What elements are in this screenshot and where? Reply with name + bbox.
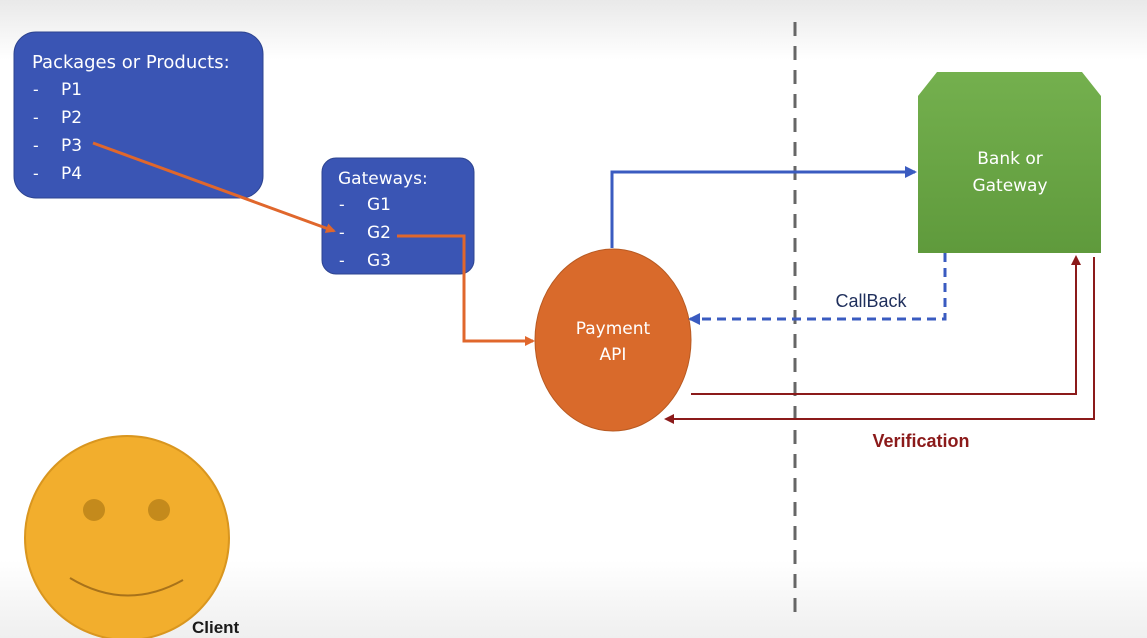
- arrow-callback: [688, 253, 947, 325]
- bank-label-line1: Bank or: [977, 149, 1043, 169]
- payment-api-label-line1: Payment: [576, 319, 651, 339]
- bank-gateway-box: Bank or Gateway: [918, 72, 1101, 253]
- product-item: - P2: [33, 108, 82, 128]
- product-item: - P1: [33, 80, 82, 100]
- gateway-label: G3: [367, 251, 391, 271]
- callback-label: CallBack: [835, 291, 907, 311]
- product-label: P3: [61, 136, 82, 156]
- arrow-verification-request: [691, 255, 1081, 395]
- list-dash: -: [339, 251, 345, 270]
- product-label: P2: [61, 108, 82, 128]
- products-box-title: Packages or Products:: [32, 52, 230, 73]
- gateway-item: - G1: [339, 195, 391, 215]
- arrow-verification-response: [664, 257, 1095, 424]
- left-eye: [83, 499, 105, 521]
- product-item: - P4: [33, 164, 82, 184]
- arrow-payment-to-bank: [610, 166, 917, 248]
- product-item: - P3: [33, 136, 82, 156]
- list-dash: -: [33, 136, 39, 155]
- gateways-box-title: Gateways:: [338, 169, 428, 189]
- verification-label: Verification: [872, 431, 969, 451]
- smile: [69, 577, 184, 597]
- gateway-label: G2: [367, 223, 391, 243]
- gateway-label: G1: [367, 195, 391, 215]
- products-box: Packages or Products: - P1 - P2 - P3 - P…: [13, 31, 264, 199]
- list-dash: -: [33, 164, 39, 183]
- bank-label-line2: Gateway: [972, 176, 1047, 196]
- gateways-box: Gateways: - G1 - G2 - G3: [321, 157, 475, 275]
- list-dash: -: [33, 80, 39, 99]
- gateway-item: - G3: [339, 251, 391, 271]
- client-label: Client: [192, 618, 240, 637]
- arrow-gateway-to-payment: [397, 234, 535, 346]
- list-dash: -: [339, 195, 345, 214]
- list-dash: -: [339, 223, 345, 242]
- payment-api-label-line2: API: [600, 345, 627, 365]
- product-label: P1: [61, 80, 82, 100]
- list-dash: -: [33, 108, 39, 127]
- client-smiley-icon: [24, 435, 230, 638]
- payment-api-node: Payment API: [534, 248, 692, 432]
- product-label: P4: [61, 164, 82, 184]
- arrow-product-to-gateway: [92, 141, 336, 233]
- gateway-item: - G2: [339, 223, 391, 243]
- right-eye: [148, 499, 170, 521]
